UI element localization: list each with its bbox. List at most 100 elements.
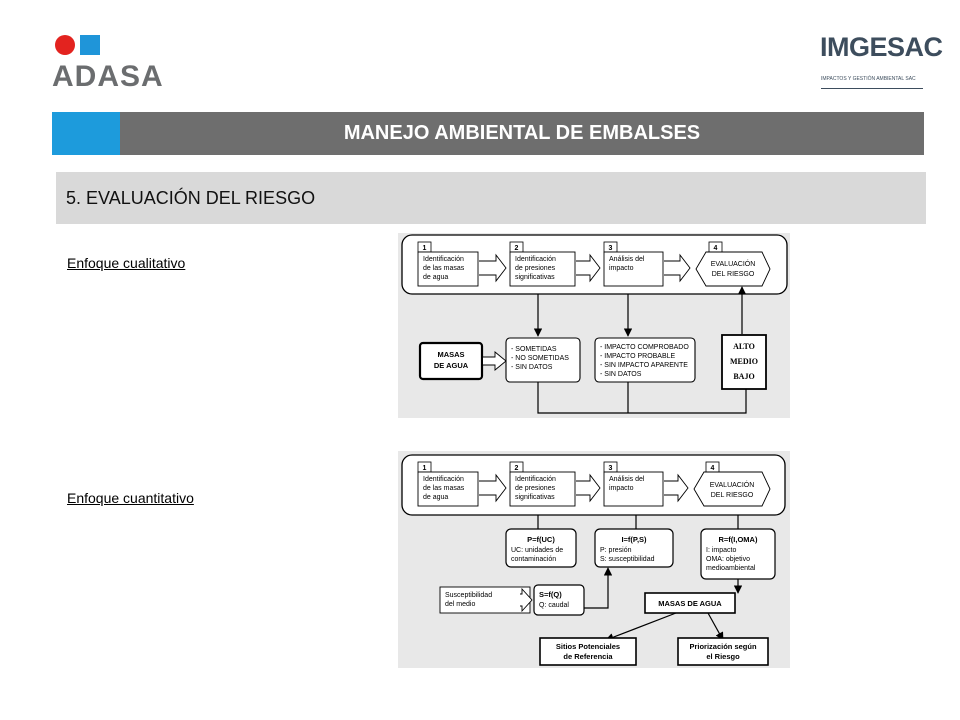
quantitative-approach-label: Enfoque cuantitativo <box>67 490 194 506</box>
step-2-number: 2 <box>515 465 519 472</box>
step-1-number: 1 <box>423 245 427 252</box>
prioritization-line-1: Priorización según <box>689 642 757 651</box>
step-2-line-1: Identificación <box>515 476 556 483</box>
susceptibility-input-line-1: Susceptibilidad <box>445 592 492 599</box>
step-4-line-2: DEL RIESGO <box>712 271 755 278</box>
risk-formula-line-2: OMA: objetivo <box>706 556 750 563</box>
step-4-line-2: DEL RIESGO <box>711 492 754 499</box>
impact-result-2: - IMPACTO PROBABLE <box>600 353 676 360</box>
step-2: 2 Identificación de presiones significat… <box>509 241 576 287</box>
step-1-line-2: de las masas <box>423 485 465 492</box>
arrow-1-to-2-icon <box>479 253 507 283</box>
arrow-susceptibility-icon <box>520 587 533 613</box>
arrow-2-to-3-icon <box>576 473 601 503</box>
adasa-wordmark: ADASA <box>52 60 164 93</box>
arrow-2-to-3-icon <box>576 253 601 283</box>
connector-to-reference-sites <box>605 612 677 642</box>
step-4-number: 4 <box>714 245 718 252</box>
page-title: MANEJO AMBIENTAL DE EMBALSES <box>343 122 701 144</box>
step-2-line-3: significativas <box>515 494 555 501</box>
risk-formula-line-3: medioambiental <box>706 565 756 572</box>
step-2: 2 Identificación de presiones significat… <box>509 461 576 507</box>
step-2-line-3: significativas <box>515 274 555 281</box>
impact-result-3: - SIN IMPACTO APARENTE <box>600 362 688 369</box>
risk-formula-box: R=f(I,OMA) I: impacto OMA: objetivo medi… <box>700 528 776 580</box>
arrow-3-to-4-icon <box>664 473 689 503</box>
risk-level-high: ALTO <box>733 342 755 351</box>
step-2-line-2: de presiones <box>515 265 556 272</box>
water-bodies-box: MASAS DE AGUA <box>418 341 484 381</box>
step-2-line-1: Identificación <box>515 256 556 263</box>
reference-sites-line-1: Sitios Potenciales <box>556 642 620 651</box>
step-3-line-1: Análisis del <box>609 476 645 483</box>
step-1-line-1: Identificación <box>423 476 464 483</box>
susceptibility-input-box: Susceptibilidad del medio <box>439 586 531 614</box>
pressure-formula-line-1: UC: unidades de <box>511 547 563 554</box>
title-bar: MANEJO AMBIENTAL DE EMBALSES <box>52 112 924 155</box>
step-4-number: 4 <box>711 465 715 472</box>
arrow-1-to-2-icon <box>479 473 507 503</box>
water-bodies-line-1: MASAS <box>437 350 464 359</box>
feedback-connector <box>537 382 747 414</box>
step-1-line-3: de agua <box>423 274 448 281</box>
impact-result-1: - IMPACTO COMPROBADO <box>600 344 689 351</box>
connector-susceptibility-to-impact <box>584 567 613 609</box>
step-3-line-2: impacto <box>609 485 634 492</box>
title-accent-block <box>52 112 120 155</box>
impact-result-4: - SIN DATOS <box>600 371 642 378</box>
risk-formula-line-1: I: impacto <box>706 547 736 554</box>
risk-level-low: BAJO <box>733 372 754 381</box>
quantitative-diagram: 1 Identificación de las masas de agua 2 … <box>398 451 790 668</box>
risk-formula-title: R=f(I,OMA) <box>719 535 758 544</box>
step-1-line-2: de las masas <box>423 265 465 272</box>
susceptibility-formula-box: S=f(Q) Q: caudal <box>533 584 585 616</box>
section-title: 5. EVALUACIÓN DEL RIESGO <box>66 188 316 208</box>
reference-sites-box: Sitios Potenciales de Referencia <box>539 637 637 666</box>
step-1-number: 1 <box>423 465 427 472</box>
adasa-logo: ADASA <box>52 32 172 96</box>
step-3-number: 3 <box>609 465 613 472</box>
impact-formula-box: I=f(P,S) P: presión S: susceptibilidad <box>594 528 674 568</box>
step-4-line-1: EVALUACIÓN <box>711 259 756 268</box>
susceptibility-input-line-2: del medio <box>445 601 475 608</box>
qualitative-diagram: 1 Identificación de las masas de agua 2 … <box>398 233 790 418</box>
arrow-3-to-4-icon <box>664 253 691 283</box>
impact-formula-title: I=f(P,S) <box>621 535 647 544</box>
reference-sites-line-2: de Referencia <box>563 652 613 661</box>
risk-level-medium: MEDIO <box>730 357 758 366</box>
step-3: 3 Análisis del impacto <box>603 241 664 287</box>
pressure-formula-line-2: contaminación <box>511 556 556 563</box>
step-3-line-1: Análisis del <box>609 256 645 263</box>
susceptibility-formula-title: S=f(Q) <box>539 590 562 599</box>
step-1-line-3: de agua <box>423 494 448 501</box>
impact-formula-line-1: P: presión <box>600 547 632 554</box>
prioritization-line-2: el Riesgo <box>706 652 740 661</box>
imgesac-underline <box>821 88 923 89</box>
red-dot-logo-mark <box>55 35 75 55</box>
blue-square-logo-mark <box>80 35 100 55</box>
pressure-results-box: - SOMETIDAS - NO SOMETIDAS - SIN DATOS <box>505 337 581 383</box>
step-3: 3 Análisis del impacto <box>603 461 664 507</box>
step-4: 4 EVALUACIÓN DEL RIESGO <box>695 241 771 287</box>
risk-levels-box: ALTO MEDIO BAJO <box>721 334 767 390</box>
step-1-line-1: Identificación <box>423 256 464 263</box>
qualitative-approach-label: Enfoque cualitativo <box>67 255 186 271</box>
step-3-line-2: impacto <box>609 265 634 272</box>
step-2-line-2: de presiones <box>515 485 556 492</box>
step-3-number: 3 <box>609 245 613 252</box>
pressure-result-2: - NO SOMETIDAS <box>511 355 569 362</box>
imgesac-logo: IMGESAC IMPACTOS Y GESTIÓN AMBIENTAL SAC <box>818 32 943 96</box>
impact-formula-line-2: S: susceptibilidad <box>600 556 655 563</box>
connector-to-prioritization <box>707 612 724 641</box>
prioritization-box: Priorización según el Riesgo <box>677 637 769 666</box>
pressure-formula-box: P=f(UC) UC: unidades de contaminación <box>505 528 577 568</box>
step-4: 4 EVALUACIÓN DEL RIESGO <box>693 461 771 507</box>
step-4-line-1: EVALUACIÓN <box>710 480 755 489</box>
step-1: 1 Identificación de las masas de agua <box>417 241 479 287</box>
susceptibility-formula-line-1: Q: caudal <box>539 602 569 609</box>
step-2-number: 2 <box>515 245 519 252</box>
imgesac-tagline: IMPACTOS Y GESTIÓN AMBIENTAL SAC <box>821 76 916 82</box>
pressure-result-3: - SIN DATOS <box>511 364 553 371</box>
pressure-result-1: - SOMETIDAS <box>511 346 557 353</box>
pressure-formula-title: P=f(UC) <box>527 535 555 544</box>
